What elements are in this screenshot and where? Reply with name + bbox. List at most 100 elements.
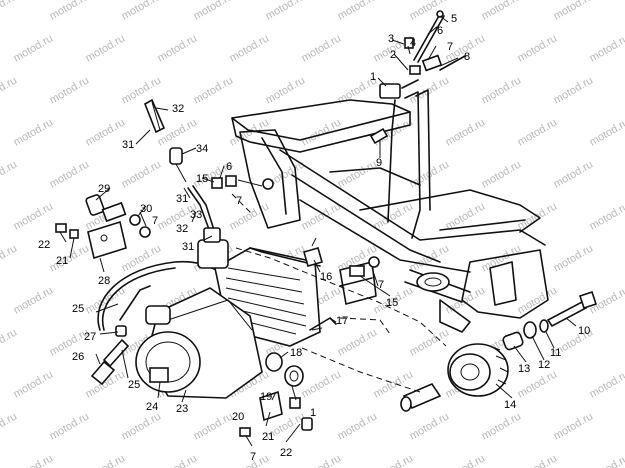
callout-7-low: 7 [250, 451, 256, 463]
callout-20: 20 [232, 411, 244, 423]
frame [231, 89, 549, 333]
watermark-text: motod.ru [0, 158, 19, 190]
callout-5: 5 [451, 13, 457, 25]
engine [135, 175, 380, 437]
callout-18: 18 [290, 347, 302, 359]
watermark-text: motod.ru [228, 32, 272, 64]
watermark-text: motod.ru [588, 368, 625, 400]
control-rod-assembly [369, 10, 466, 145]
callout-27: 27 [84, 331, 96, 343]
watermark-text: motod.ru [156, 116, 200, 148]
watermark-text: motod.ru [264, 0, 308, 23]
watermark-text: motod.ru [0, 74, 19, 106]
callout-12: 12 [538, 359, 550, 371]
callout-8: 8 [464, 51, 470, 63]
watermark-text: motod.ru [480, 74, 524, 106]
callout-28: 28 [98, 275, 110, 287]
watermark-text: motod.ru [48, 242, 92, 274]
watermark-text: motod.ru [192, 410, 236, 442]
watermark-text: motod.ru [552, 158, 596, 190]
watermark-text: motod.ru [444, 452, 488, 468]
callout-6: 6 [437, 25, 443, 37]
watermark-text: motod.ru [552, 242, 596, 274]
watermark-text: motod.ru [84, 32, 128, 64]
watermark-text: motod.ru [192, 0, 236, 23]
callout-32-mid: 32 [176, 223, 188, 235]
watermark-text: motod.ru [156, 452, 200, 468]
watermark-text: motod.ru [336, 0, 380, 23]
drive-clutch [231, 193, 598, 412]
watermark-text: motod.ru [300, 452, 344, 468]
watermark-text: motod.ru [480, 0, 524, 23]
callout-30: 30 [140, 203, 152, 215]
callout-19: 19 [260, 391, 272, 403]
watermark-text: motod.ru [0, 410, 19, 442]
watermark-text: motod.ru [12, 200, 56, 232]
callout-9: 9 [376, 157, 382, 169]
callout-labels: 5 6 3 4 7 2 8 1 9 32 31 34 6 15 7 29 30 … [38, 13, 590, 463]
watermark-text: motod.ru [408, 74, 452, 106]
watermark-text: motod.ru [516, 116, 560, 148]
callout-22-left: 22 [38, 239, 50, 251]
watermark-text: motod.ru [12, 284, 56, 316]
watermark-text: motod.ru [552, 410, 596, 442]
callout-25-low: 25 [128, 379, 140, 391]
watermark-text: motod.ru [480, 410, 524, 442]
callout-25-top: 25 [72, 303, 84, 315]
watermark-text: motod.ru [228, 200, 272, 232]
watermark-text: motod.ru [336, 326, 380, 358]
callout-3: 3 [388, 33, 394, 45]
callout-7-right: 7 [378, 279, 384, 291]
watermark-text: motod.ru [588, 116, 625, 148]
watermark-text: motod.ru [0, 0, 19, 23]
watermark-text: motod.ru [0, 326, 19, 358]
watermark-text: motod.ru [516, 284, 560, 316]
callout-6-mid: 6 [226, 161, 232, 173]
watermark-text: motod.ru [120, 74, 164, 106]
watermark-text: motod.ru [48, 74, 92, 106]
watermark-text: motod.ru [156, 32, 200, 64]
watermark-text: motod.ru [120, 158, 164, 190]
callout-11: 11 [550, 347, 561, 359]
callout-23: 23 [176, 403, 188, 415]
callout-31-top: 31 [122, 139, 134, 151]
watermark-text: motod.ru [552, 74, 596, 106]
callout-13: 13 [518, 363, 530, 375]
callout-31-low: 31 [182, 241, 194, 253]
watermark-text: motod.ru [372, 452, 416, 468]
watermark-text: motod.ru [0, 242, 19, 274]
watermark-text: motod.ru [120, 0, 164, 23]
callout-4: 4 [410, 37, 416, 49]
callout-10: 10 [578, 325, 590, 337]
watermark-text: motod.ru [300, 200, 344, 232]
watermark-text: motod.ru [588, 32, 625, 64]
leader-lines [59, 15, 577, 447]
watermark-text: motod.ru [516, 32, 560, 64]
watermark-text: motod.ru [336, 158, 380, 190]
watermark-text: motod.ru [48, 158, 92, 190]
watermark-text: motod.ru [588, 200, 625, 232]
callout-15-right: 15 [386, 297, 398, 309]
watermark-text: motod.ru [264, 74, 308, 106]
callout-26: 26 [72, 351, 84, 363]
watermark-text: motod.ru [12, 452, 56, 468]
callout-1-low: 1 [310, 407, 316, 419]
callout-29: 29 [98, 183, 110, 195]
callout-21-low: 21 [262, 431, 274, 443]
watermark-text: motod.ru [516, 452, 560, 468]
watermark-text: motod.ru [120, 410, 164, 442]
callout-15-left: 15 [196, 173, 208, 185]
callout-34: 34 [196, 143, 208, 155]
watermark-text: motod.ru [84, 452, 128, 468]
left-parts [55, 98, 221, 386]
watermark-text: motod.ru [300, 32, 344, 64]
watermark-text: motod.ru [408, 326, 452, 358]
watermark-text: motod.ru [12, 368, 56, 400]
watermark-text: motod.ru [408, 410, 452, 442]
watermark-text: motod.ru [12, 116, 56, 148]
watermark-text: motod.ru [84, 284, 128, 316]
callout-24: 24 [146, 401, 158, 413]
callout-22-low: 22 [280, 447, 292, 459]
callout-2: 2 [390, 49, 396, 61]
